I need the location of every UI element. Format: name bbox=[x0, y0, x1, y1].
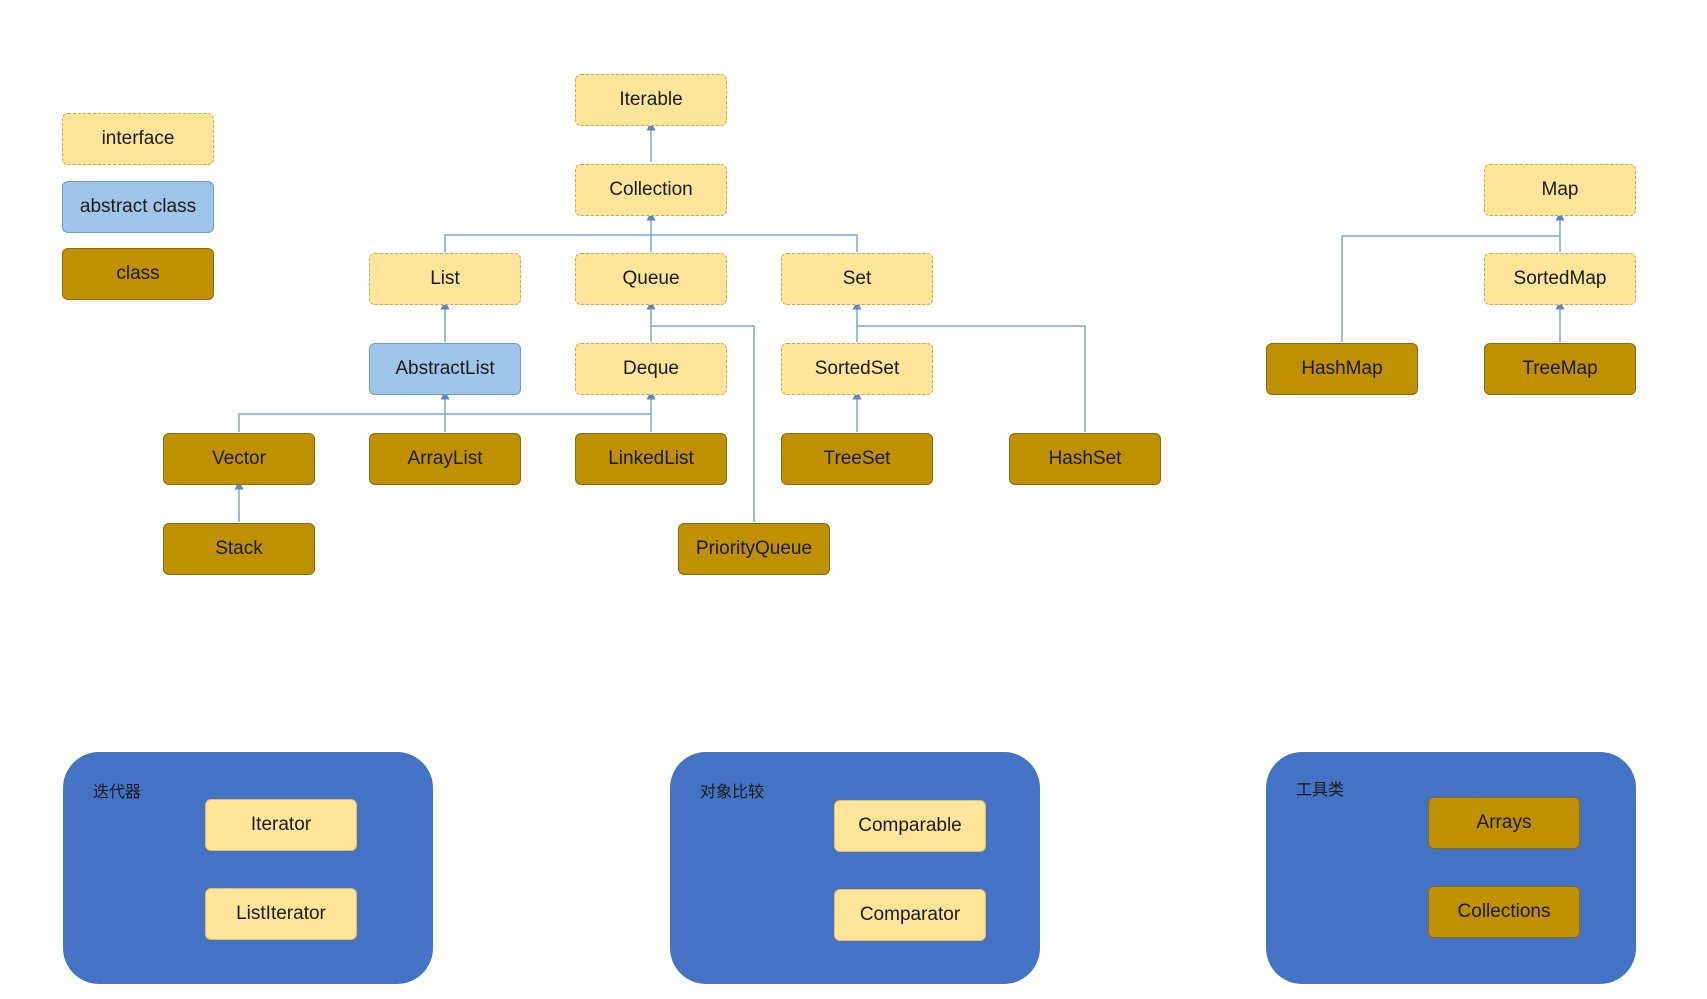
edge-list-collection bbox=[444, 234, 651, 252]
node-abstract-list: AbstractList bbox=[369, 343, 521, 395]
node-arrays: Arrays bbox=[1428, 797, 1580, 849]
node-tree-map: TreeMap bbox=[1484, 343, 1636, 395]
edge-vector-abstractlist bbox=[238, 413, 445, 432]
node-priority-queue: PriorityQueue bbox=[678, 523, 830, 575]
node-list-iterator: ListIterator bbox=[205, 888, 357, 940]
group-iterators-label: 迭代器 bbox=[93, 782, 142, 801]
node-linked-list: LinkedList bbox=[575, 433, 727, 485]
node-sorted-map: SortedMap bbox=[1484, 253, 1636, 305]
node-map: Map bbox=[1484, 164, 1636, 216]
group-utilities: 工具类 Arrays Collections bbox=[1266, 752, 1636, 984]
group-comparison-label: 对象比较 bbox=[700, 782, 765, 801]
edge-set-collection bbox=[651, 234, 858, 252]
node-array-list: ArrayList bbox=[369, 433, 521, 485]
group-comparison: 对象比较 Comparable Comparator bbox=[670, 752, 1040, 984]
node-hash-map: HashMap bbox=[1266, 343, 1418, 395]
node-iterable: Iterable bbox=[575, 74, 727, 126]
node-queue: Queue bbox=[575, 253, 727, 305]
node-iterator: Iterator bbox=[205, 799, 357, 851]
node-hash-set: HashSet bbox=[1009, 433, 1161, 485]
node-sorted-set: SortedSet bbox=[781, 343, 933, 395]
node-collections: Collections bbox=[1428, 886, 1580, 938]
legend-class: class bbox=[62, 248, 214, 300]
node-list: List bbox=[369, 253, 521, 305]
node-vector: Vector bbox=[163, 433, 315, 485]
node-comparator: Comparator bbox=[834, 889, 986, 941]
group-utilities-label: 工具类 bbox=[1296, 780, 1345, 799]
node-deque: Deque bbox=[575, 343, 727, 395]
legend-interface: interface bbox=[62, 113, 214, 165]
node-set: Set bbox=[781, 253, 933, 305]
node-collection: Collection bbox=[575, 164, 727, 216]
group-iterators: 迭代器 Iterator ListIterator bbox=[63, 752, 433, 984]
node-comparable: Comparable bbox=[834, 800, 986, 852]
node-stack: Stack bbox=[163, 523, 315, 575]
node-tree-set: TreeSet bbox=[781, 433, 933, 485]
legend-abstract-class: abstract class bbox=[62, 181, 214, 233]
